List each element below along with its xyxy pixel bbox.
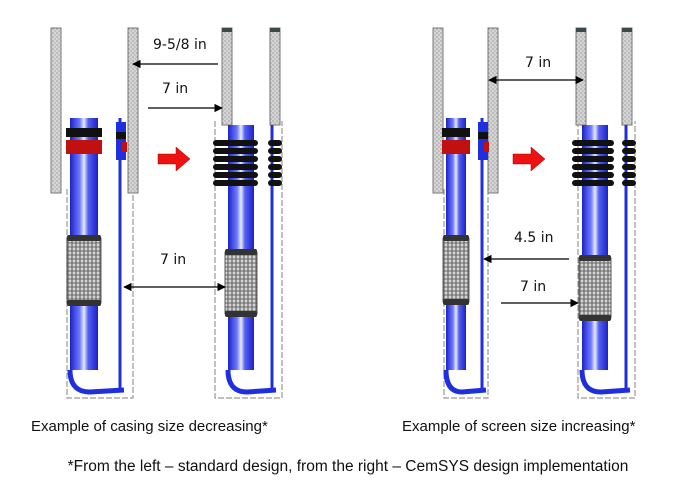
- sand-screen: [442, 237, 470, 303]
- swell-packer-element: [213, 164, 258, 170]
- dimension-7in-casing-right: 7 in: [488, 55, 584, 85]
- swell-packer-element: [572, 148, 614, 154]
- swell-packer-element: [572, 180, 614, 186]
- caption-screen-increase: Example of screen size increasing*: [402, 418, 636, 435]
- screen-ring: [579, 315, 611, 321]
- packer-slips: [484, 142, 489, 152]
- tubing-bottom: [67, 369, 125, 395]
- swell-packer-element: [622, 172, 636, 178]
- transition-arrow-left-panel: [157, 146, 191, 172]
- footnote: *From the left – standard design, from t…: [67, 458, 629, 475]
- sand-screen: [224, 251, 258, 315]
- swell-packer-element: [268, 140, 282, 146]
- casing-cap: [222, 28, 232, 32]
- swell-packer-element: [572, 164, 614, 170]
- well-schematic-cemsys-screen: [572, 27, 636, 399]
- dimension-label: 7 in: [160, 252, 186, 268]
- packer-seal: [478, 132, 488, 139]
- open-hole-wall: [577, 121, 636, 399]
- caption-casing-decrease: Example of casing size decreasing*: [31, 418, 268, 435]
- swell-packer-element: [213, 140, 258, 146]
- tubing-bottom: [443, 369, 487, 395]
- swell-packer-element: [213, 148, 258, 154]
- dimension-7in-screen: 7 in: [501, 279, 579, 308]
- swell-packer-element: [213, 156, 258, 162]
- casing-cap: [622, 28, 632, 32]
- swell-packer-element: [622, 148, 636, 154]
- sand-screen: [66, 237, 102, 304]
- packer-side: [478, 122, 488, 160]
- dimension-label: 9-5/8 in: [153, 37, 207, 53]
- well-schematic-standard-screen: [432, 27, 499, 399]
- casing-wall-right: [487, 27, 499, 194]
- transition-arrow-right-panel: [512, 146, 546, 172]
- swell-packer-element: [572, 172, 614, 178]
- packer-seal: [66, 128, 102, 137]
- dimension-9-5-8: 9-5/8 in: [132, 37, 218, 69]
- packer-seal: [442, 128, 470, 137]
- dimension-4-5in: 4.5 in: [483, 230, 569, 264]
- dimension-label: 4.5 in: [514, 230, 553, 246]
- swell-packer-element: [268, 180, 282, 186]
- swell-packer-element: [213, 172, 258, 178]
- screen-ring: [579, 255, 611, 261]
- well-completion-diagram: 9-5/8 in 7 in 7 in 7 in 4.5 in 7 in: [50, 27, 636, 399]
- screen-ring: [67, 235, 101, 241]
- packer-slips: [66, 140, 102, 154]
- screen-ring: [225, 311, 257, 317]
- sand-screen: [578, 257, 612, 319]
- casing-cap: [576, 28, 586, 32]
- casing-wall-right: [127, 27, 139, 194]
- screen-ring: [67, 300, 101, 306]
- well-schematic-cemsys-casing: [213, 27, 283, 399]
- casing-wall-left: [50, 27, 62, 194]
- swell-packer-element: [268, 172, 282, 178]
- dimension-label: 7 in: [162, 81, 188, 97]
- swell-packer-element: [622, 164, 636, 170]
- dimension-label: 7 in: [520, 279, 546, 295]
- dimension-7in-open-hole: 7 in: [123, 252, 226, 292]
- packer-side: [116, 122, 126, 160]
- open-hole-wall: [214, 121, 283, 399]
- dimension-label: 7 in: [525, 55, 551, 71]
- tubing-bottom: [579, 369, 631, 395]
- casing-wall-right: [269, 27, 281, 126]
- casing-wall-left: [432, 27, 444, 194]
- swell-packer-element: [572, 140, 614, 146]
- tubing-bottom: [225, 369, 277, 395]
- casing-cap: [270, 28, 280, 32]
- packer-slips: [442, 140, 470, 154]
- swell-packer-element: [572, 156, 614, 162]
- screen-ring: [443, 235, 469, 241]
- swell-packer-element: [268, 148, 282, 154]
- casing-wall-left: [575, 27, 587, 126]
- swell-packer-element: [268, 156, 282, 162]
- swell-packer-element: [622, 140, 636, 146]
- casing-wall-right: [621, 27, 633, 126]
- screen-ring: [225, 249, 257, 255]
- well-schematic-standard-casing: [50, 27, 139, 399]
- swell-packer-element: [213, 180, 258, 186]
- swell-packer-element: [622, 180, 636, 186]
- dimension-7in-casing: 7 in: [148, 81, 223, 113]
- packer-seal: [116, 132, 126, 139]
- screen-ring: [443, 299, 469, 305]
- swell-packer-element: [268, 164, 282, 170]
- casing-wall-left: [221, 27, 233, 126]
- packer-slips: [122, 142, 127, 152]
- swell-packer-element: [622, 156, 636, 162]
